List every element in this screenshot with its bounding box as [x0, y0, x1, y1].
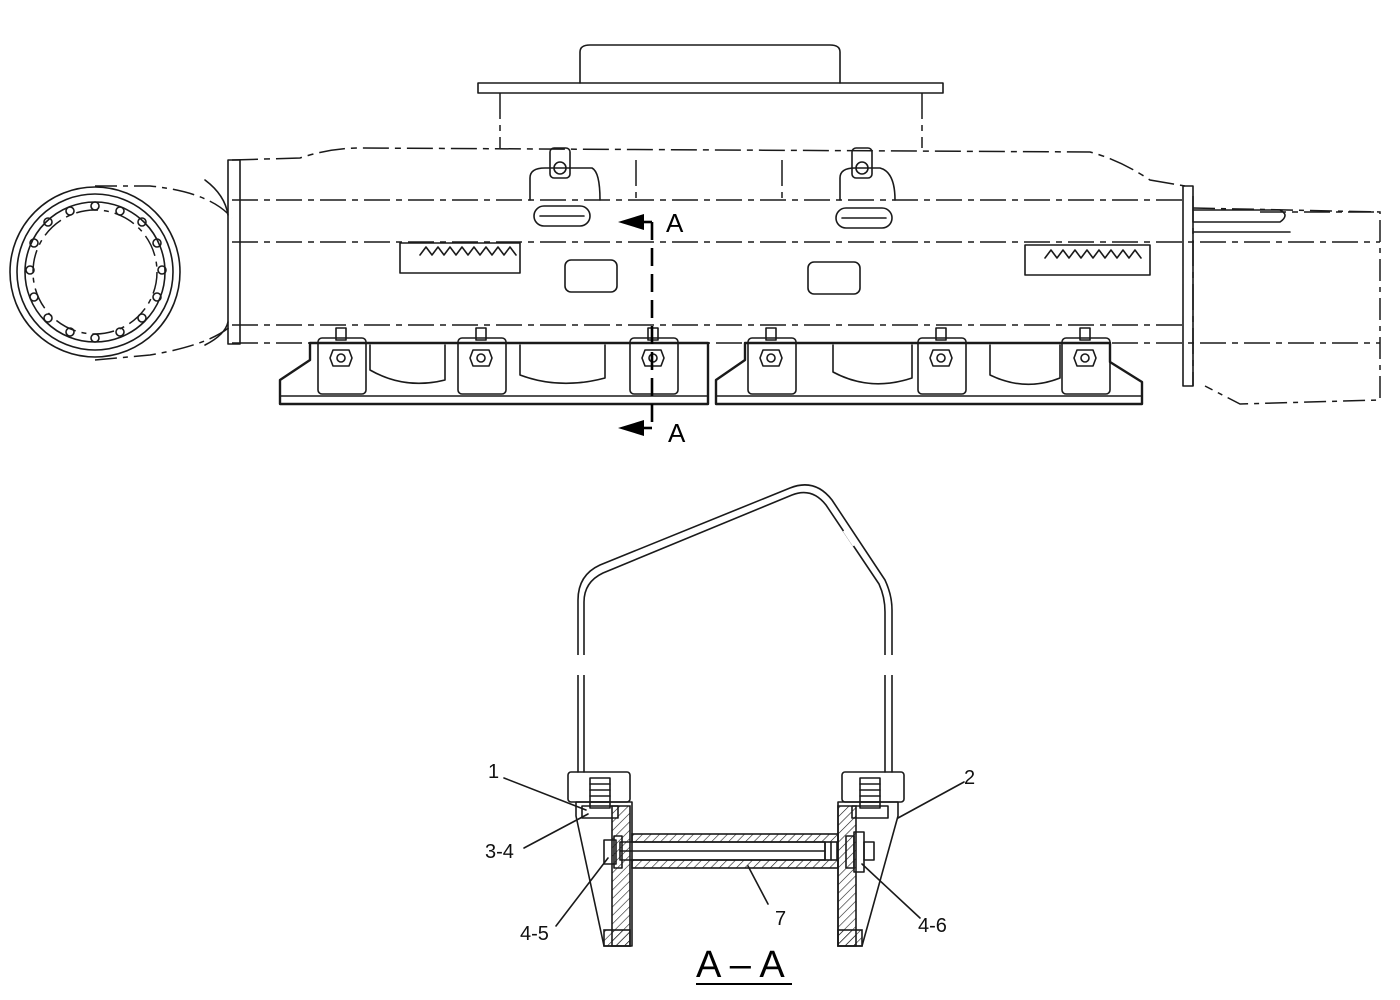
arrow-left-icon: [618, 214, 644, 230]
bolt-circle: [25, 201, 167, 343]
horizontal-bolt: [603, 831, 875, 873]
mount-pad-right: [841, 771, 905, 803]
section-title: A – A: [696, 944, 785, 986]
callout-1: 1: [488, 761, 499, 783]
idler-wheel: [9, 179, 233, 361]
callout-2: 2: [964, 767, 975, 789]
upper-housing: [477, 44, 944, 148]
callout-4-5: 4-5: [520, 923, 549, 945]
track-frame-side-view: A A: [9, 44, 1381, 448]
mount-pad-left: [567, 771, 631, 803]
callout-4-6: 4-6: [918, 915, 947, 937]
spacer-tube: [619, 833, 839, 869]
section-cut-line: A A: [618, 208, 686, 448]
section-view-a-a: 1 3-4 4-5 7 4-6 2 A – A: [485, 484, 975, 986]
vertical-bolt-right: [851, 777, 889, 819]
track-guard-left: [278, 341, 710, 406]
leader-lines: [503, 777, 965, 927]
left-guard-bracket: [575, 801, 633, 947]
frame-openings: [399, 242, 1151, 295]
carrier-roller-brackets: [529, 147, 896, 229]
guard-clamps: [317, 327, 1111, 395]
callout-3-4: 3-4: [485, 841, 514, 863]
right-guard-bracket: [837, 801, 899, 947]
arrow-left-icon: [618, 420, 644, 436]
frame-body: [227, 147, 1381, 405]
frame-section-outline: [576, 484, 894, 773]
section-marker-bottom: A: [668, 418, 686, 448]
section-marker-top: A: [666, 208, 684, 238]
callout-7: 7: [775, 908, 786, 930]
